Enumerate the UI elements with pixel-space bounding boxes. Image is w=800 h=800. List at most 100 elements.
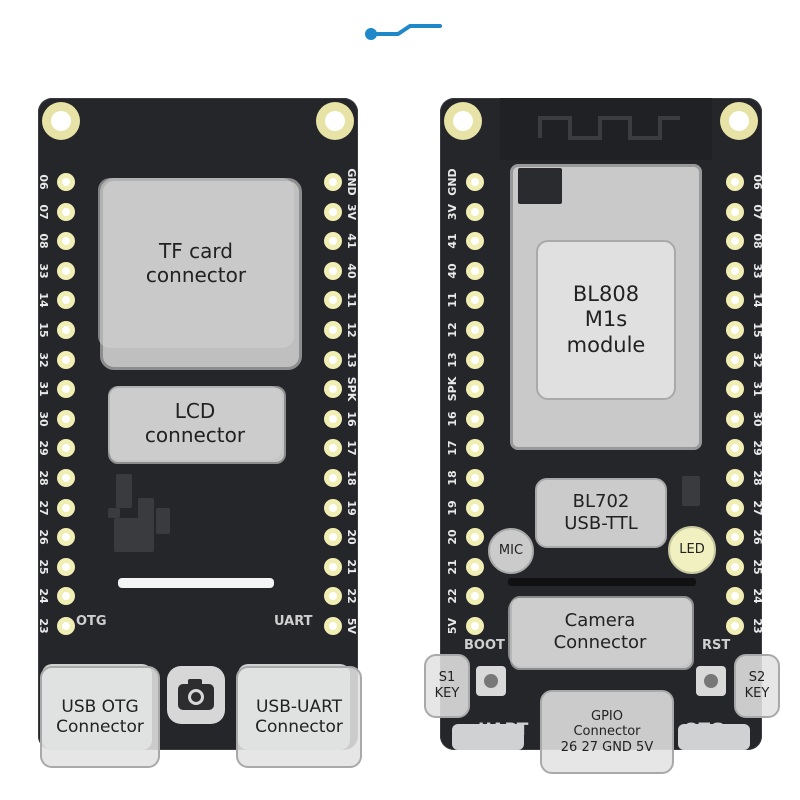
component [156, 508, 170, 534]
pin-label: 21 [445, 559, 459, 575]
pin-label: 20 [445, 529, 459, 545]
pin-label: 16 [345, 411, 359, 427]
camera-icon [178, 679, 214, 710]
pin-pad [324, 557, 342, 576]
pin-label: 18 [445, 470, 459, 486]
pin-label: 26 [37, 529, 51, 545]
pin-pad [466, 291, 484, 310]
pin-label: 25 [37, 559, 51, 575]
pin-label: 41 [445, 233, 459, 249]
s1-key-label: S1 KEY [424, 654, 470, 718]
component [108, 508, 120, 518]
pin-pad [324, 321, 342, 339]
pin-label: 32 [751, 351, 765, 368]
pin-label: 22 [345, 588, 359, 605]
pin-pad [324, 498, 342, 517]
pin-pad [726, 439, 744, 458]
pin-label: 5V [345, 617, 359, 635]
pin-pad [726, 261, 744, 280]
pin-pad [324, 380, 342, 399]
pin-label: GND [345, 168, 359, 196]
pin-pad [466, 380, 484, 399]
pin-pad [57, 173, 75, 191]
bl702-usb-ttl-label: BL702 USB-TTL [535, 478, 667, 548]
pin-label: 11 [445, 292, 459, 309]
pin-pad [466, 173, 484, 191]
pin-pad [324, 350, 342, 369]
camera-button [167, 666, 225, 724]
pin-label: 08 [37, 233, 51, 249]
pin-pad [57, 350, 75, 369]
pin-label: 21 [345, 559, 359, 575]
pin-pad [57, 557, 75, 576]
pin-pad [324, 261, 342, 280]
component [682, 476, 700, 506]
pin-pad [57, 439, 75, 458]
gpio-connector-label: GPIO Connector 26 27 GND 5V [540, 690, 674, 774]
pin-label: 19 [345, 499, 359, 516]
pin-label: 27 [37, 499, 51, 516]
mounting-hole [42, 102, 80, 140]
pin-pad [324, 528, 342, 547]
pin-label: 27 [751, 499, 765, 516]
pin-label: 3V [345, 203, 359, 220]
pin-label: 12 [445, 322, 459, 338]
pin-label: 40 [445, 263, 459, 279]
pin-pad [466, 557, 484, 576]
pin-pad [324, 173, 342, 191]
pin-pad [466, 409, 484, 428]
component [138, 498, 154, 522]
mounting-hole [720, 102, 758, 140]
pin-label: 30 [37, 411, 51, 427]
pin-label: 18 [345, 470, 359, 486]
pin-label: 15 [37, 322, 51, 338]
pin-pad [466, 617, 484, 635]
pin-pad [57, 202, 75, 221]
antenna-slot [118, 578, 274, 588]
pin-pad [466, 528, 484, 547]
ic-chip [114, 518, 154, 552]
pin-pad [466, 469, 484, 487]
usb-uart-connector-label: USB-UART Connector [236, 666, 362, 768]
pin-label: SPK [445, 376, 459, 402]
silk-uart: UART [274, 614, 313, 629]
pin-pad [57, 498, 75, 517]
silk-otg: OTG [76, 614, 107, 629]
pin-pad [466, 261, 484, 280]
pin-label: 25 [751, 559, 765, 575]
pin-pad [726, 350, 744, 369]
pin-pad [726, 469, 744, 487]
pin-pad [726, 173, 744, 191]
pin-label: 12 [345, 322, 359, 338]
pin-pad [324, 439, 342, 458]
pin-label: 33 [751, 263, 765, 279]
reset-button [696, 666, 726, 696]
pin-label: 23 [751, 618, 765, 634]
pin-pad [726, 380, 744, 399]
pin-pad [726, 557, 744, 576]
pin-label: 5V [445, 617, 459, 635]
pin-pad [57, 587, 75, 606]
pin-pad [324, 617, 342, 635]
pin-pad [57, 291, 75, 310]
pin-label: 15 [751, 322, 765, 338]
tf-card-connector-label: TF card connector [98, 178, 294, 348]
pin-label: 28 [751, 470, 765, 486]
pin-pad [324, 587, 342, 606]
usb-otg-connector-label: USB OTG Connector [40, 666, 160, 768]
pin-pad [57, 232, 75, 251]
pin-label: 31 [37, 381, 51, 397]
pin-label: 13 [445, 351, 459, 368]
pin-label: 08 [751, 233, 765, 249]
pin-pad [726, 617, 744, 635]
pin-label: 06 [37, 174, 51, 190]
pin-label: 14 [751, 292, 765, 309]
pin-label: 17 [445, 440, 459, 457]
pin-pad [466, 202, 484, 221]
pin-pad [466, 587, 484, 606]
pin-pad [466, 350, 484, 369]
usb-otg-port [678, 724, 750, 750]
pin-pad [57, 409, 75, 428]
bl808-m1s-module-label: BL808 M1s module [536, 240, 676, 400]
pin-label: 14 [37, 292, 51, 309]
